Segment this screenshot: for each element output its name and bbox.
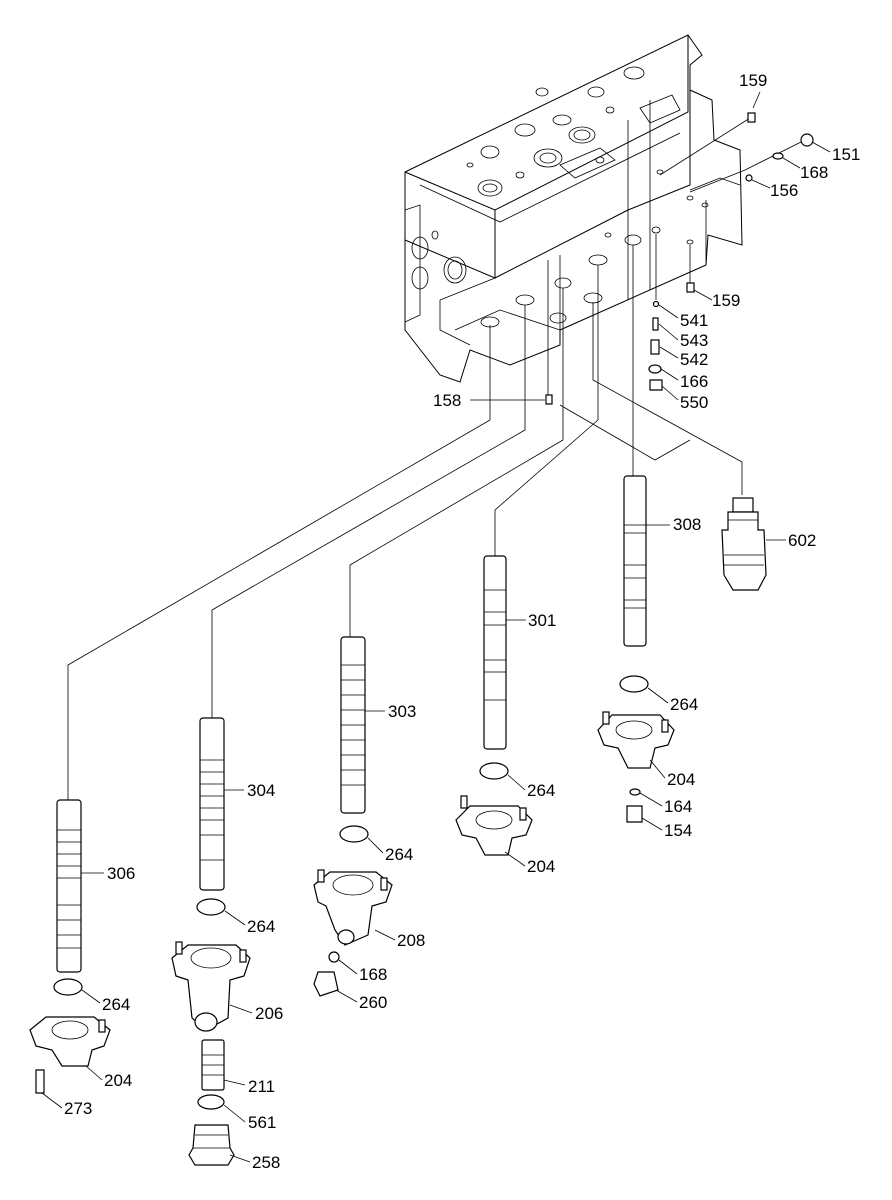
spool-304	[199, 717, 225, 891]
label-164: 164	[664, 797, 692, 816]
label-304: 304	[247, 781, 275, 800]
oring-164	[629, 788, 641, 796]
bolt-273	[35, 1069, 45, 1094]
label-168-top: 168	[800, 163, 828, 182]
label-264-d: 264	[247, 917, 275, 936]
oring-264-b	[479, 762, 509, 780]
label-264-b: 264	[527, 781, 555, 800]
small-hardware	[545, 112, 814, 405]
plug-151	[800, 133, 814, 147]
plug-158	[545, 394, 553, 405]
plug-550	[649, 379, 663, 391]
oring-168-top	[772, 152, 784, 160]
label-258: 258	[252, 1153, 280, 1172]
pin-156	[745, 174, 753, 182]
plug-260	[313, 971, 339, 997]
oring-264-c	[339, 825, 369, 843]
label-leaders	[41, 91, 831, 1163]
label-308: 308	[673, 515, 701, 534]
oring-264-d	[196, 898, 226, 916]
label-204-a: 204	[667, 770, 695, 789]
cover-204-b	[455, 795, 533, 856]
label-159-top: 159	[739, 71, 767, 90]
cover-204-c	[29, 1016, 111, 1067]
label-561: 561	[248, 1113, 276, 1132]
label-151: 151	[832, 145, 860, 164]
label-550: 550	[680, 393, 708, 412]
plug-159-top	[747, 112, 756, 123]
label-156: 156	[770, 181, 798, 200]
oring-264-a	[619, 675, 649, 693]
label-264-a: 264	[670, 695, 698, 714]
label-602: 602	[788, 531, 816, 550]
cover-206	[171, 941, 251, 1032]
plug-211	[201, 1039, 225, 1091]
piston-542	[650, 339, 660, 355]
relief-valve-602	[721, 497, 767, 591]
label-306: 306	[107, 864, 135, 883]
label-301: 301	[528, 611, 556, 630]
label-158: 158	[433, 391, 461, 410]
plug-258	[188, 1124, 235, 1166]
label-159-bottom: 159	[712, 291, 740, 310]
label-303: 303	[388, 702, 416, 721]
spool-306	[56, 799, 82, 973]
oring-561	[197, 1094, 225, 1110]
ball-541	[652, 300, 660, 308]
spool-303	[340, 636, 366, 814]
label-154: 154	[664, 821, 692, 840]
spring-543	[652, 317, 659, 331]
label-166: 166	[680, 372, 708, 391]
label-204-b: 204	[527, 857, 555, 876]
label-541: 541	[680, 311, 708, 330]
plug-159-bottom	[686, 282, 695, 293]
spool-308	[623, 475, 647, 647]
label-168-bottom: 168	[359, 965, 387, 984]
label-211: 211	[248, 1077, 275, 1096]
label-208: 208	[397, 931, 425, 950]
label-264-c: 264	[385, 845, 413, 864]
cover-208	[313, 869, 393, 946]
label-264-e: 264	[102, 995, 130, 1014]
valve-block	[404, 34, 743, 383]
label-543: 543	[680, 331, 708, 350]
plug-154	[626, 805, 643, 823]
label-204-c: 204	[104, 1071, 132, 1090]
part-labels: 159 151 168 156 159 541 543 542 166 550 …	[64, 71, 860, 1172]
cover-204-a	[597, 711, 675, 769]
label-260: 260	[359, 993, 387, 1012]
spool-301	[483, 555, 507, 750]
label-273: 273	[64, 1099, 92, 1118]
oring-168-bottom	[328, 951, 340, 963]
label-542: 542	[680, 350, 708, 369]
label-206: 206	[255, 1004, 283, 1023]
assembly-lines	[67, 117, 806, 800]
oring-166	[648, 364, 662, 374]
oring-264-e	[53, 978, 83, 996]
